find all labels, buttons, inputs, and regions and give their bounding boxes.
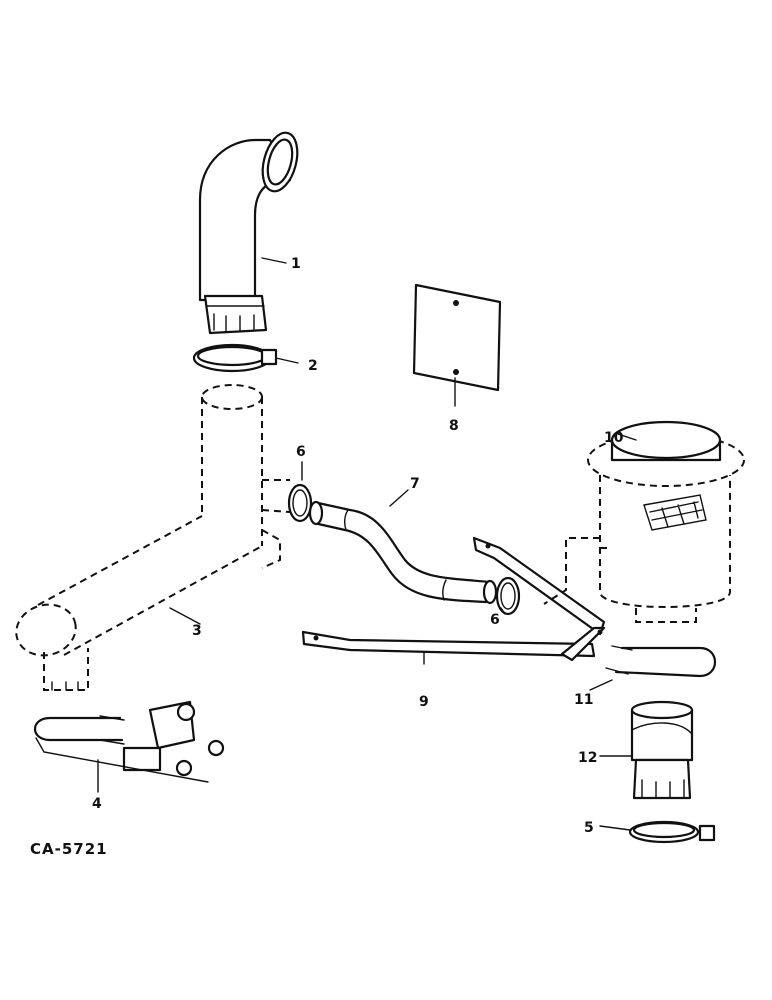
muffler (15, 384, 291, 691)
callout-4: 4 (92, 796, 102, 812)
air-cleaner (543, 420, 745, 623)
u-bolt-kit (33, 700, 225, 793)
callout-7: 7 (410, 476, 420, 492)
u-bolt (589, 645, 716, 691)
callout-1: 1 (291, 256, 301, 272)
intake-hose (308, 489, 498, 605)
hose-clamp-upper (287, 461, 313, 523)
callout-11: 11 (574, 692, 593, 708)
callout-5: 5 (584, 820, 594, 836)
callout-6-upper: 6 (296, 444, 306, 460)
exhaust-elbow-pipe (198, 131, 299, 335)
lower-clamp (599, 820, 716, 844)
callout-10: 10 (604, 430, 624, 446)
callout-9: 9 (419, 694, 429, 710)
callout-12: 12 (578, 750, 597, 766)
pipe-clamp (192, 343, 299, 373)
callout-3: 3 (192, 623, 202, 639)
callout-8: 8 (449, 418, 459, 434)
hose-clamp-lower (495, 576, 521, 616)
callout-2: 2 (308, 358, 318, 374)
figure-code: CA-5721 (30, 840, 108, 858)
callout-6-lower: 6 (490, 612, 500, 628)
cover-plate (412, 283, 502, 407)
support-brace (301, 536, 606, 665)
filter-sleeves (599, 700, 694, 800)
